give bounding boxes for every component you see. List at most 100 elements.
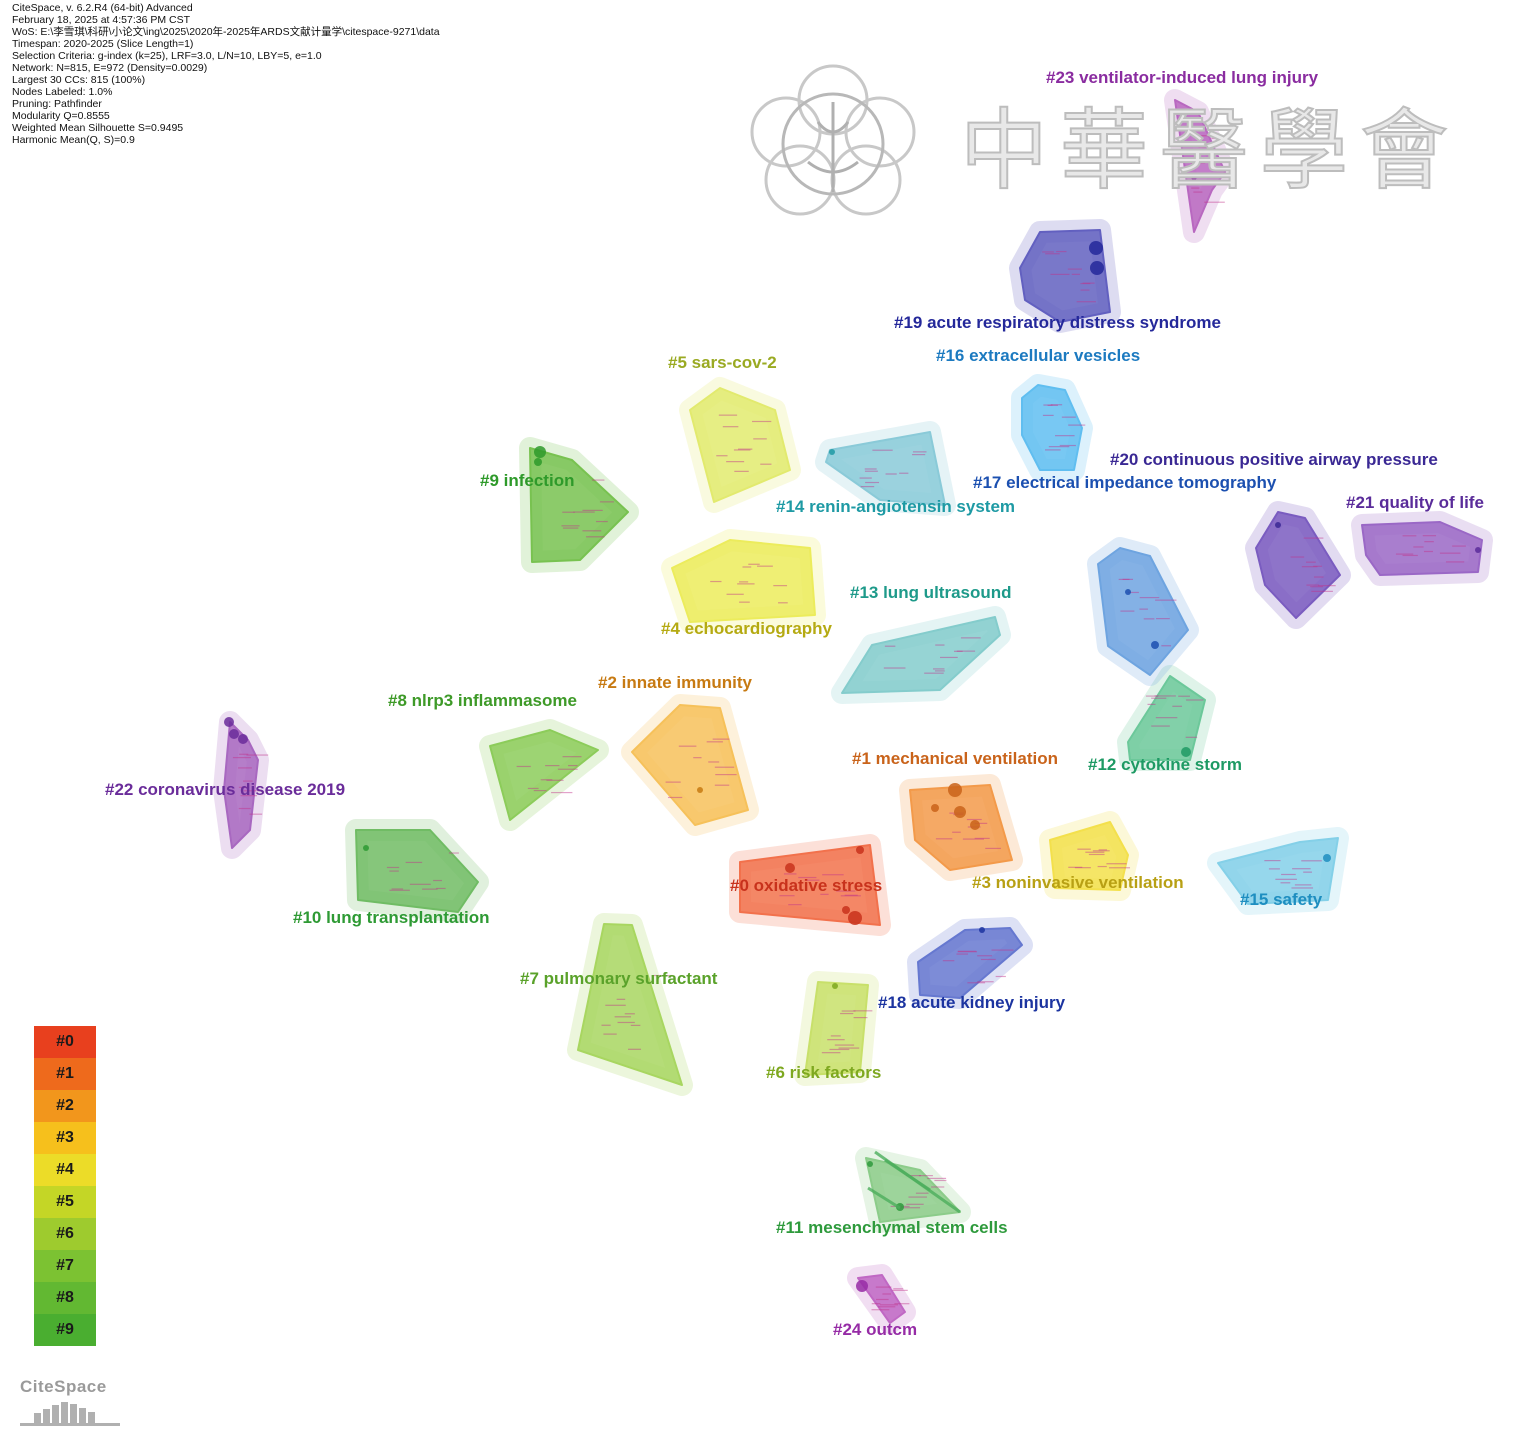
node-tick — [980, 958, 996, 961]
node-tick — [1301, 860, 1322, 862]
node-tick — [239, 753, 249, 755]
cluster-hull — [671, 539, 816, 623]
cluster-label: #5 sars-cov-2 — [668, 353, 777, 372]
node-tick — [853, 1016, 868, 1019]
node-tick — [389, 889, 410, 891]
cluster-node — [229, 729, 239, 739]
node-tick — [935, 838, 953, 840]
node-tick — [995, 975, 1006, 978]
cluster-node — [832, 983, 838, 989]
node-tick — [1088, 853, 1105, 856]
node-tick — [1197, 181, 1208, 183]
node-tick — [804, 879, 820, 881]
cluster-node — [1191, 174, 1197, 180]
node-tick — [952, 831, 961, 833]
node-tick — [1068, 866, 1083, 868]
cluster-18: #18 acute kidney injury — [878, 917, 1066, 1012]
node-tick — [893, 1288, 904, 1290]
node-tick — [779, 895, 795, 897]
cluster-10: #10 lung transplantation — [293, 819, 489, 927]
node-tick — [1424, 541, 1434, 543]
meta-line: Weighted Mean Silhouette S=0.9495 — [12, 122, 184, 134]
node-tick — [1290, 556, 1305, 558]
node-tick — [716, 455, 728, 457]
node-tick — [927, 1177, 947, 1179]
node-tick — [908, 1196, 927, 1198]
legend-item: #9 — [34, 1314, 96, 1346]
node-tick — [1098, 849, 1108, 851]
node-tick — [954, 650, 963, 652]
cluster-node — [1475, 547, 1481, 553]
meta-line: CiteSpace, v. 6.2.R4 (64-bit) Advanced — [12, 2, 193, 14]
cluster-label: #0 oxidative stress — [730, 876, 882, 895]
cluster-label: #3 noninvasive ventilation — [972, 873, 1184, 892]
cluster-hull — [739, 844, 881, 926]
node-tick — [962, 838, 984, 840]
node-tick — [757, 565, 773, 567]
node-tick — [1155, 599, 1177, 601]
node-tick — [1042, 414, 1054, 417]
node-tick — [872, 449, 893, 451]
cluster-hull — [1021, 384, 1083, 471]
node-tick — [391, 888, 404, 890]
meta-line: Modularity Q=0.8555 — [12, 110, 110, 122]
cluster-node — [948, 783, 962, 797]
cluster-node — [1125, 589, 1131, 595]
cluster-node — [1151, 641, 1159, 649]
node-tick — [1042, 251, 1054, 253]
node-tick — [599, 501, 614, 503]
node-tick — [595, 520, 608, 523]
node-tick — [1211, 137, 1225, 140]
node-tick — [249, 813, 263, 815]
node-tick — [974, 837, 990, 839]
cluster-label: #22 coronavirus disease 2019 — [105, 780, 345, 799]
cluster-label: #9 infection — [480, 471, 574, 490]
legend-item: #7 — [34, 1250, 96, 1282]
node-tick — [1306, 561, 1316, 563]
node-tick — [1200, 158, 1217, 160]
meta-line: February 18, 2025 at 4:57:36 PM CST — [12, 14, 191, 26]
node-tick — [1074, 867, 1091, 869]
node-tick — [829, 1048, 850, 1051]
cluster-label: #13 lung ultrasound — [850, 583, 1012, 602]
node-tick — [898, 1207, 921, 1209]
cluster-hull — [1255, 511, 1341, 619]
node-tick — [601, 1024, 611, 1026]
node-tick — [678, 745, 697, 747]
node-tick — [1139, 596, 1160, 599]
node-tick — [238, 767, 252, 769]
node-tick — [708, 761, 720, 763]
meta-line: Network: N=815, E=972 (Density=0.0029) — [12, 62, 208, 74]
cluster-node — [1089, 241, 1103, 255]
cluster-hull — [1174, 99, 1226, 233]
cluster-22: #22 coronavirus disease 2019 — [105, 711, 345, 859]
node-tick — [1198, 146, 1212, 148]
node-tick — [545, 764, 560, 767]
watermark-text: 中華醫學會 — [959, 98, 1461, 203]
node-tick — [830, 1035, 841, 1037]
node-tick — [977, 955, 993, 957]
node-tick — [1402, 535, 1417, 537]
node-tick — [931, 1186, 945, 1188]
node-tick — [933, 668, 945, 670]
cluster-node — [979, 927, 985, 933]
node-tick — [827, 1039, 845, 1041]
node-tick — [232, 756, 251, 759]
node-tick — [1402, 554, 1418, 557]
node-tick — [822, 874, 844, 876]
node-tick — [864, 468, 877, 470]
node-tick — [883, 667, 906, 669]
node-tick — [899, 472, 909, 474]
node-tick — [957, 950, 977, 952]
cluster-hull — [857, 1274, 906, 1324]
cluster-node — [856, 1280, 868, 1292]
node-tick — [821, 1052, 841, 1054]
node-tick — [960, 637, 981, 639]
legend-item: #3 — [34, 1122, 96, 1154]
cluster-19: #19 acute respiratory distress syndrome — [894, 219, 1221, 333]
node-tick — [940, 656, 958, 659]
cluster-label: #11 mesenchymal stem cells — [776, 1218, 1008, 1237]
cluster-20: #20 continuous positive airway pressure — [1110, 450, 1438, 629]
cluster-label: #18 acute kidney injury — [878, 993, 1066, 1012]
node-tick — [422, 888, 438, 890]
